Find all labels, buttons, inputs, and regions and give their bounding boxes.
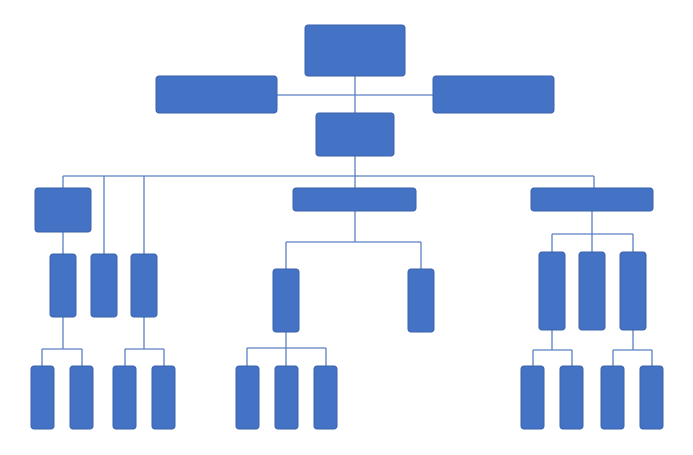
org-box-hub [315,112,395,157]
org-box-dept-left-sub-3 [130,253,158,318]
org-box-dept-center-sub-2 [407,268,435,333]
org-box-leaf-c1 [520,365,545,430]
org-box-assistant-right [432,75,555,114]
org-box-dept-left-sub-2 [90,253,118,318]
org-box-dept-right-sub-3 [619,251,647,331]
org-box-dept-center [292,187,417,212]
org-box-dept-right-sub-2 [578,251,606,331]
org-box-leaf-a1 [30,365,55,430]
org-box-leaf-b2 [274,365,299,430]
org-box-dept-left [34,187,92,233]
org-box-dept-right [530,187,654,212]
org-box-root [304,24,406,77]
org-box-leaf-c3 [600,365,625,430]
org-box-dept-left-sub-1 [49,253,77,318]
org-box-leaf-c2 [559,365,584,430]
org-box-leaf-a4 [151,365,176,430]
org-box-leaf-c4 [639,365,664,430]
org-chart-boxes [30,24,664,430]
org-box-leaf-b1 [235,365,260,430]
connector-lines [41,76,653,366]
org-box-leaf-b3 [313,365,338,430]
org-box-dept-center-sub-1 [272,268,300,333]
org-box-leaf-a3 [112,365,137,430]
org-box-dept-right-sub-1 [538,251,566,331]
org-box-assistant-left [155,75,278,114]
org-box-leaf-a2 [69,365,94,430]
